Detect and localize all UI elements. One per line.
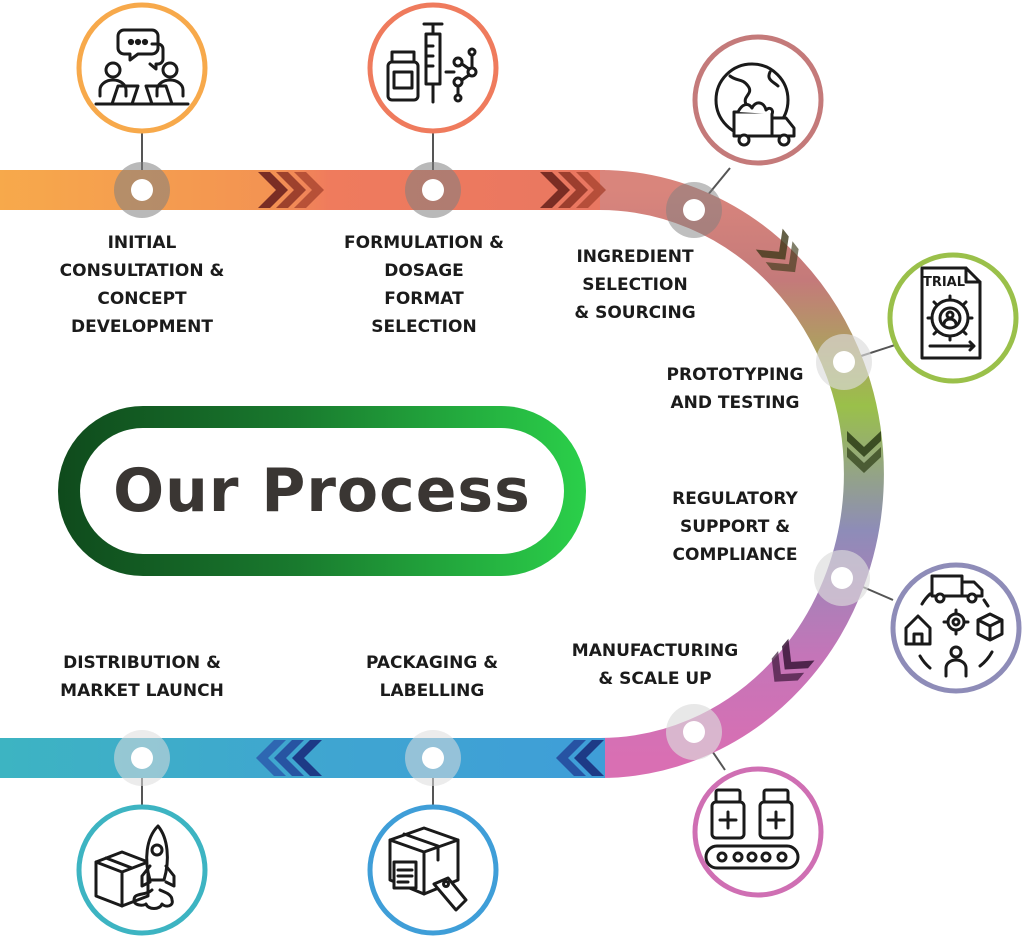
chevrons-arc-2	[847, 431, 881, 473]
chevrons-top-2	[540, 172, 606, 208]
path-nodes	[114, 162, 872, 786]
chevrons-bottom-2	[256, 740, 322, 776]
chevrons-bottom-1	[556, 740, 604, 776]
step-label-regulatory: REGULATORY SUPPORT & COMPLIANCE	[672, 489, 798, 565]
rocket-box-icon	[76, 804, 208, 936]
package-label-icon	[367, 804, 499, 936]
node-sourcing	[666, 182, 722, 238]
node-prototyping	[816, 334, 872, 390]
page-title: Our Process	[113, 456, 531, 526]
step-label-distribution: DISTRIBUTION & MARKET LAUNCH	[60, 653, 224, 701]
node-regulatory	[814, 550, 870, 606]
title-badge: Our Process	[58, 406, 586, 576]
conveyor-bottles-icon	[692, 766, 824, 898]
node-manufacturing	[666, 704, 722, 760]
chevrons-arc-3	[771, 638, 815, 682]
logistics-cycle-icon	[890, 562, 1022, 694]
node-consultation	[114, 162, 170, 218]
step-label-sourcing: INGREDIENT SELECTION & SOURCING	[574, 247, 696, 323]
meeting-icon	[76, 2, 208, 134]
trial-document-icon: TRIAL	[887, 252, 1019, 384]
step-label-packaging: PACKAGING & LABELLING	[365, 653, 499, 701]
node-packaging	[405, 730, 461, 786]
step-label-consultation: INITIAL CONSULTATION & CONCEPT DEVELOPME…	[59, 233, 225, 337]
step-label-formulation: FORMULATION & DOSAGE FORMAT SELECTION	[344, 233, 504, 337]
title-badge-inner: Our Process	[80, 428, 564, 554]
node-formulation	[405, 162, 461, 218]
globe-truck-icon	[692, 34, 824, 166]
chevrons-arc-1	[755, 228, 799, 273]
chevrons-top-1	[258, 172, 324, 208]
svg-text:TRIAL: TRIAL	[923, 275, 965, 290]
syringe-molecule-icon	[367, 2, 499, 134]
curved-path-band	[599, 170, 884, 778]
step-label-manufacturing: MANUFACTURING & SCALE UP	[571, 641, 739, 689]
step-label-prototyping: PROTOTYPING AND TESTING	[666, 365, 804, 413]
node-distribution	[114, 730, 170, 786]
